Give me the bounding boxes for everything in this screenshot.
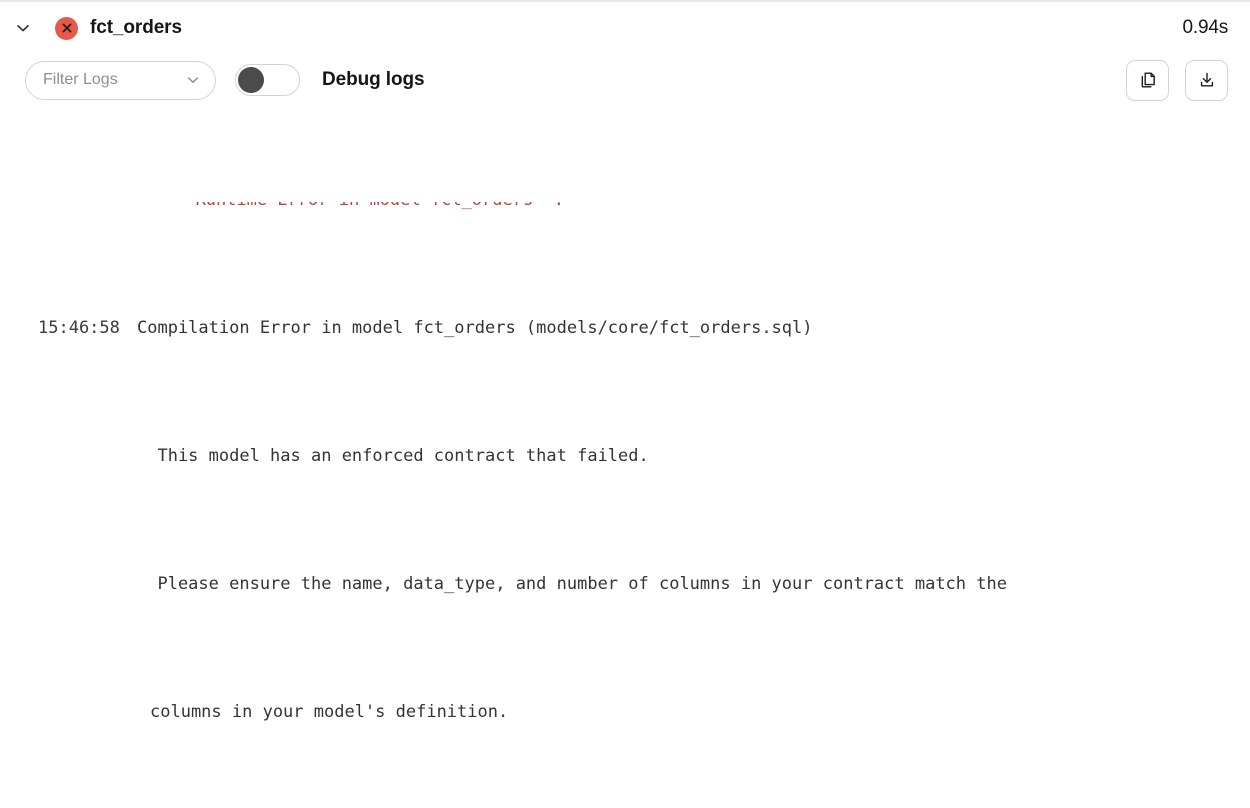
log-output[interactable]: Runtime Error in model fct_orders . 15:4… bbox=[0, 106, 1250, 808]
log-line: columns in your model's definition. bbox=[0, 696, 1250, 728]
download-icon bbox=[1197, 70, 1217, 90]
status-badge bbox=[55, 16, 78, 40]
error-circle-x-icon bbox=[60, 21, 74, 35]
log-panel-header: fct_orders 0.94s bbox=[0, 2, 1250, 54]
filter-logs-select[interactable]: Filter Logs bbox=[25, 60, 216, 100]
download-logs-button[interactable] bbox=[1185, 59, 1228, 101]
log-message: Compilation Error in model fct_orders (m… bbox=[137, 318, 813, 338]
clipped-log-line-window: Runtime Error in model fct_orders . bbox=[0, 202, 1250, 216]
log-toolbar: Filter Logs Debug logs bbox=[0, 54, 1250, 106]
run-log-panel: fct_orders 0.94s Filter Logs Debug logs bbox=[0, 0, 1250, 722]
collapse-toggle-button[interactable] bbox=[10, 15, 36, 41]
debug-logs-toggle[interactable] bbox=[235, 64, 300, 96]
filter-logs-label: Filter Logs bbox=[43, 71, 118, 88]
log-line: This model has an enforced contract that… bbox=[0, 440, 1250, 472]
chevron-down-icon bbox=[14, 19, 32, 37]
log-message: This model has an enforced contract that… bbox=[137, 446, 649, 466]
toggle-knob bbox=[238, 67, 264, 93]
log-timestamp: 15:46:58 bbox=[38, 318, 120, 338]
log-message: Please ensure the name, data_type, and n… bbox=[137, 574, 1007, 594]
log-message: columns in your model's definition. bbox=[150, 702, 509, 722]
debug-logs-label: Debug logs bbox=[322, 69, 425, 90]
elapsed-time: 0.94s bbox=[1182, 17, 1229, 38]
log-line: 15:46:58 Compilation Error in model fct_o… bbox=[0, 312, 1250, 344]
clipped-log-line: Runtime Error in model fct_orders . bbox=[0, 202, 563, 216]
log-line: Please ensure the name, data_type, and n… bbox=[0, 568, 1250, 600]
copy-icon bbox=[1138, 70, 1158, 90]
copy-logs-button[interactable] bbox=[1126, 59, 1169, 101]
chevron-down-icon bbox=[185, 72, 201, 88]
page-title: fct_orders bbox=[90, 17, 182, 38]
